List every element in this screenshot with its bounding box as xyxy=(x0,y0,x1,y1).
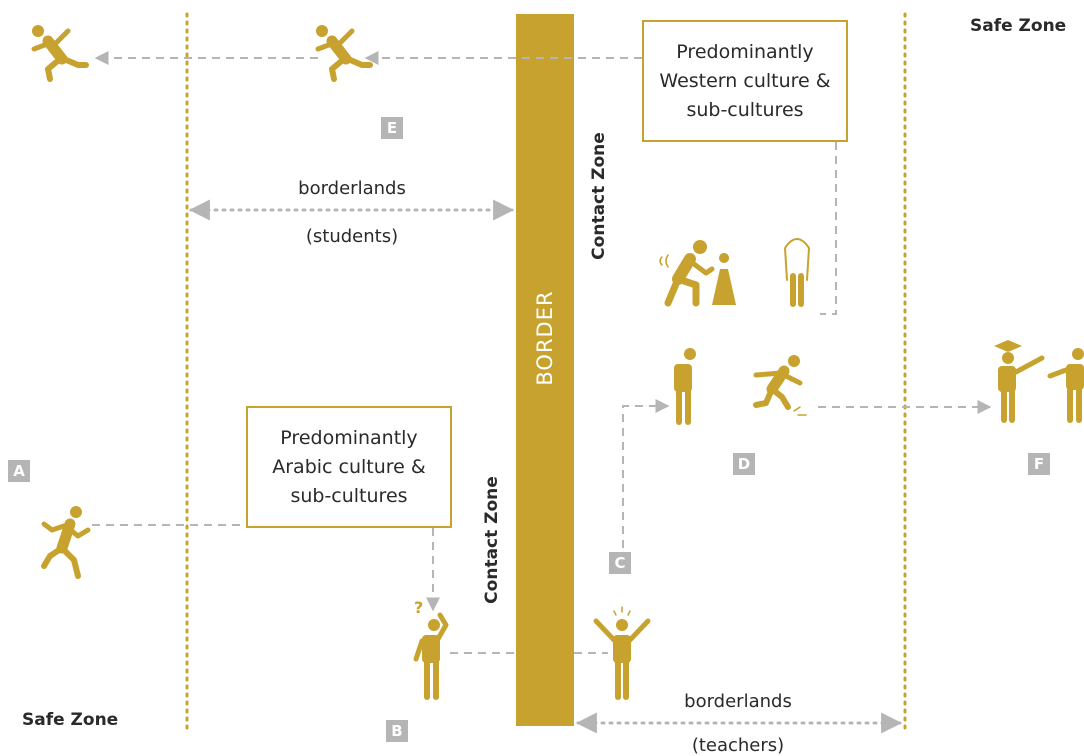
arabic-culture-box: Predominantly Arabic culture & sub-cultu… xyxy=(246,406,452,528)
graduate-teaching-icon xyxy=(994,340,1084,423)
connector-western-to-praying xyxy=(820,142,837,315)
standing-person-icon xyxy=(674,348,696,425)
running-person-icon xyxy=(41,506,91,579)
safe-zone-label-bottom: Safe Zone xyxy=(22,710,119,730)
borderlands-teachers-label: borderlands xyxy=(684,691,792,712)
arabic-culture-line2: Arabic culture & xyxy=(272,455,426,478)
marker-a: A xyxy=(8,460,30,482)
falling-person-icon xyxy=(31,25,89,82)
marker-c: C xyxy=(609,552,631,574)
borderlands-students-sublabel: (students) xyxy=(305,226,399,247)
contact-zone-label-right: Contact Zone xyxy=(589,132,609,260)
border-label: BORDER xyxy=(533,290,557,386)
borderlands-students-label: borderlands xyxy=(298,178,406,199)
confused-person-icon: ? xyxy=(413,598,449,700)
tripping-person-icon xyxy=(753,355,807,416)
arabic-culture-line3: sub-cultures xyxy=(290,484,408,507)
marker-d: D xyxy=(733,453,755,475)
praying-person-icon xyxy=(659,240,736,307)
marker-f: F xyxy=(1028,453,1050,475)
western-culture-line3: sub-cultures xyxy=(686,98,804,121)
marker-e: E xyxy=(381,117,403,139)
marker-b: B xyxy=(386,720,408,742)
western-culture-line1: Predominantly xyxy=(676,40,814,63)
border-bar xyxy=(516,14,574,726)
western-culture-line2: Western culture & xyxy=(659,69,831,92)
falling-person-icon xyxy=(315,25,373,82)
arabic-culture-line1: Predominantly xyxy=(280,426,418,449)
svg-text:?: ? xyxy=(414,598,423,617)
veiled-woman-icon xyxy=(784,238,810,307)
safe-zone-label-top: Safe Zone xyxy=(970,16,1067,36)
western-culture-box: Predominantly Western culture & sub-cult… xyxy=(642,20,848,142)
contact-zone-label-left: Contact Zone xyxy=(482,476,502,604)
borderlands-teachers-sublabel: (teachers) xyxy=(691,735,785,756)
connector-c-to-d xyxy=(622,399,670,548)
excited-person-icon xyxy=(593,606,651,700)
